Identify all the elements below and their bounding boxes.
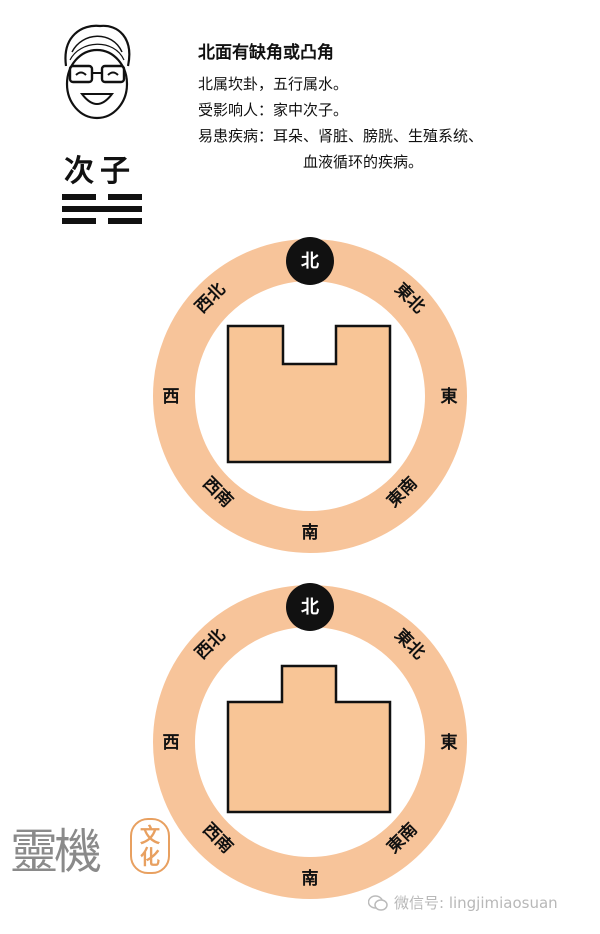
- brand-logo: 靈機 文化: [10, 812, 170, 882]
- label-east: 東: [441, 732, 458, 753]
- wechat-watermark: 微信号: lingjimiaosuan: [368, 892, 558, 913]
- label-south: 南: [302, 522, 319, 543]
- wechat-id: 微信号: lingjimiaosuan: [394, 894, 558, 912]
- label-west: 西: [163, 387, 180, 407]
- wechat-icon: [368, 894, 388, 911]
- info-value: 耳朵、肾脏、膀胱、生殖系统、: [273, 127, 484, 145]
- cartoon-avatar: [52, 22, 142, 126]
- label-north: 北: [301, 597, 319, 618]
- info-row: 受影响人： 家中次子。: [198, 97, 588, 123]
- info-row: 易患疾病： 耳朵、肾脏、膀胱、生殖系统、: [198, 123, 588, 149]
- info-key: 受影响人：: [198, 101, 274, 119]
- info-panel: 北面有缺角或凸角 北属坎卦，五行属水。 受影响人： 家中次子。 易患疾病： 耳朵…: [198, 38, 588, 175]
- north-marker: [286, 237, 334, 285]
- kan-trigram-icon: [62, 194, 142, 230]
- persona-label: 次子: [64, 154, 136, 189]
- info-title: 北面有缺角或凸角: [198, 43, 334, 63]
- info-value: 血液循环的疾病。: [303, 153, 424, 171]
- north-marker: [286, 583, 334, 631]
- logo-tag: 文化: [130, 818, 170, 874]
- compass-diagram-protruding-corner: 北 西 東 南 西北 東北 西南 東南: [150, 582, 470, 902]
- info-value: 家中次子。: [273, 101, 349, 119]
- label-south: 南: [302, 868, 319, 889]
- label-east: 東: [441, 386, 458, 407]
- info-row: 北属坎卦，五行属水。: [198, 71, 588, 97]
- logo-text: 靈機: [10, 824, 102, 880]
- info-value: 北属坎卦，五行属水。: [198, 75, 349, 93]
- compass-diagram-missing-corner: 北 西 東 南 西北 東北 西南 東南: [150, 236, 470, 556]
- info-key: 易患疾病：: [198, 127, 274, 145]
- label-west: 西: [163, 733, 180, 753]
- house-floorplan-missing-corner: [226, 324, 392, 464]
- header: 次子 北面有缺角或凸角 北属坎卦，五行属水。 受影响人： 家中次子。 易患疾病：…: [0, 0, 600, 240]
- house-floorplan-protruding-corner: [226, 664, 392, 814]
- label-north: 北: [301, 251, 319, 272]
- info-row: 血液循环的疾病。: [198, 149, 588, 175]
